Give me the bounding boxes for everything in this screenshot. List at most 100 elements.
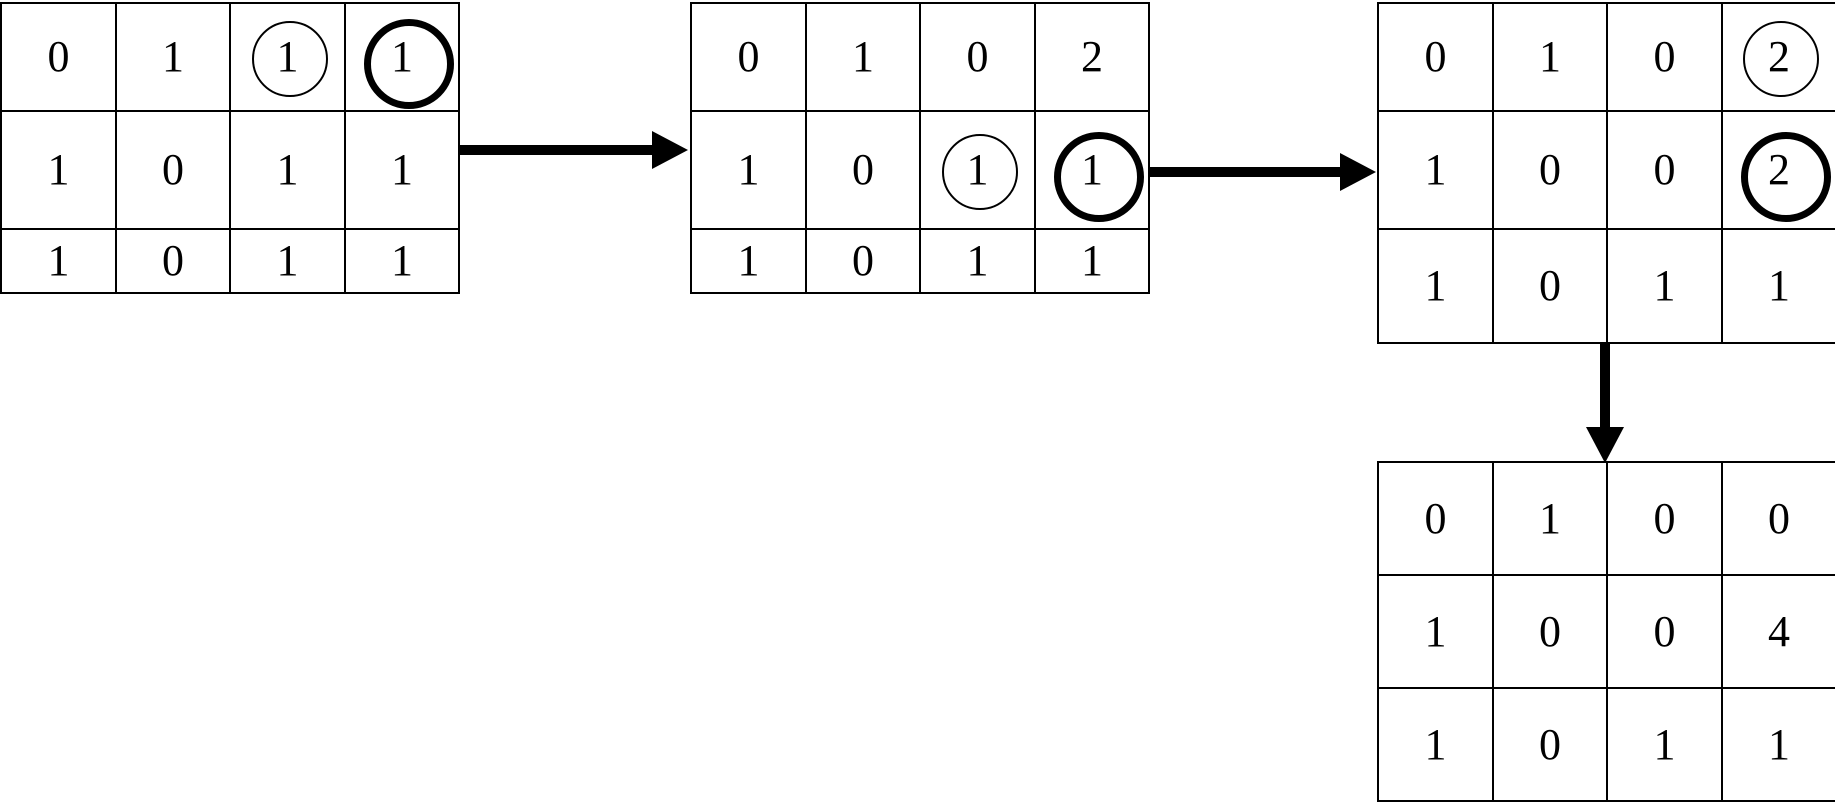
- cell-value: 2: [1768, 145, 1790, 194]
- cell-value: 1: [966, 145, 989, 194]
- grid-cell[interactable]: 1: [1379, 689, 1494, 802]
- cell-value: 1: [1539, 493, 1561, 543]
- cell-value: 1: [737, 145, 760, 194]
- grid-row: 1 0 1 1: [1379, 230, 1835, 344]
- grid-cell-marked-thin[interactable]: 1: [231, 4, 346, 112]
- grid-cell[interactable]: 0: [921, 4, 1036, 112]
- grid-cell[interactable]: 0: [1379, 4, 1494, 112]
- grid-row: 0 1 0 2: [692, 4, 1150, 112]
- grid-cell-marked-thick[interactable]: 2: [1723, 112, 1835, 230]
- grid-cell-marked-thick[interactable]: 1: [1036, 112, 1150, 230]
- grid-cell[interactable]: 0: [1379, 463, 1494, 576]
- grid-cell[interactable]: 1: [692, 230, 807, 294]
- grid-cell[interactable]: 4: [1723, 576, 1835, 689]
- cell-value: 1: [1653, 719, 1676, 769]
- grid-cell[interactable]: 1: [231, 230, 346, 294]
- cell-value: 0: [1653, 493, 1676, 543]
- grid-cell[interactable]: 0: [1608, 576, 1723, 689]
- cell-value: 1: [1424, 261, 1447, 310]
- cell-value: 1: [737, 236, 760, 285]
- grid-cell[interactable]: 0: [1494, 230, 1608, 344]
- grid-row: 1 0 1 1: [692, 112, 1150, 230]
- grid-row: 1 0 1 1: [1379, 689, 1835, 802]
- cell-value: 1: [276, 236, 299, 285]
- arrow-shaft: [1148, 167, 1342, 177]
- grid-row: 1 0 1 1: [692, 230, 1150, 294]
- grid-cell[interactable]: 1: [1379, 230, 1494, 344]
- grid-cell[interactable]: 0: [692, 4, 807, 112]
- grid-cell[interactable]: 0: [1608, 4, 1723, 112]
- grid-row: 0 1 1 1: [2, 4, 460, 112]
- cell-value: 1: [47, 236, 70, 285]
- grid-cell[interactable]: 1: [1723, 230, 1835, 344]
- grid-cell[interactable]: 0: [2, 4, 117, 112]
- grid-cell[interactable]: 1: [1379, 576, 1494, 689]
- grid-cell[interactable]: 1: [1723, 689, 1835, 802]
- grid-cell[interactable]: 1: [807, 4, 921, 112]
- grid-cell[interactable]: 0: [1494, 112, 1608, 230]
- grid-row: 0 1 0 0: [1379, 463, 1835, 576]
- cell-value: 0: [852, 236, 874, 285]
- grid-row: 1 0 1 1: [2, 230, 460, 294]
- grid-cell[interactable]: 1: [346, 112, 460, 230]
- grid-cell[interactable]: 0: [807, 230, 921, 294]
- grid-cell[interactable]: 1: [346, 230, 460, 294]
- grid-cell[interactable]: 0: [807, 112, 921, 230]
- grid-cell[interactable]: 0: [1723, 463, 1835, 576]
- grid-cell-marked-thin[interactable]: 1: [921, 112, 1036, 230]
- grid-cell[interactable]: 1: [117, 4, 231, 112]
- grid-cell[interactable]: 1: [231, 112, 346, 230]
- cell-value: 0: [1424, 32, 1447, 81]
- grid-cell[interactable]: 1: [2, 230, 117, 294]
- cell-value: 0: [1539, 719, 1561, 769]
- cell-value: 0: [1653, 145, 1676, 194]
- grid-cell[interactable]: 1: [1494, 4, 1608, 112]
- grid-cell[interactable]: 0: [1608, 463, 1723, 576]
- cell-value: 1: [47, 145, 70, 194]
- arrow-head-icon: [1340, 153, 1376, 191]
- cell-value: 1: [852, 32, 874, 81]
- grid-cell-marked-thin[interactable]: 2: [1723, 4, 1835, 112]
- arrow-shaft: [460, 145, 654, 155]
- cell-value: 1: [391, 236, 413, 285]
- grid-cell[interactable]: 2: [1036, 4, 1150, 112]
- cell-value: 1: [1081, 236, 1103, 285]
- grid-cell[interactable]: 1: [1608, 230, 1723, 344]
- cell-value: 1: [1768, 261, 1790, 310]
- cell-value: 1: [391, 32, 413, 81]
- step-3-grid: 0 1 0 2 1 0 0 2: [1377, 2, 1835, 344]
- cell-value: 0: [1539, 606, 1561, 656]
- cell-value: 2: [1081, 32, 1103, 81]
- grid-row: 1 0 0 2: [1379, 112, 1835, 230]
- cell-value: 1: [1539, 32, 1561, 81]
- grid-cell[interactable]: 1: [1379, 112, 1494, 230]
- cell-value: 1: [1081, 145, 1103, 194]
- grid-cell[interactable]: 0: [117, 112, 231, 230]
- arrow-head-icon: [652, 131, 688, 169]
- cell-value: 2: [1768, 32, 1790, 81]
- grid-cell[interactable]: 1: [921, 230, 1036, 294]
- step-2-grid: 0 1 0 2 1 0 1 1: [690, 2, 1150, 294]
- grid-row: 1 0 0 4: [1379, 576, 1835, 689]
- grid-cell[interactable]: 0: [1494, 576, 1608, 689]
- grid-cell[interactable]: 1: [1494, 463, 1608, 576]
- cell-value: 1: [1424, 719, 1447, 769]
- grid-cell-marked-thick[interactable]: 1: [346, 4, 460, 112]
- cell-value: 0: [1653, 32, 1676, 81]
- grid-cell[interactable]: 1: [2, 112, 117, 230]
- grid-cell[interactable]: 1: [1608, 689, 1723, 802]
- cell-value: 0: [966, 32, 989, 81]
- cell-value: 1: [1424, 606, 1447, 656]
- grid-cell[interactable]: 0: [1494, 689, 1608, 802]
- grid-cell[interactable]: 0: [117, 230, 231, 294]
- grid-cell[interactable]: 1: [1036, 230, 1150, 294]
- cell-value: 0: [1539, 261, 1561, 310]
- cell-value: 1: [1653, 261, 1676, 310]
- cell-value: 1: [391, 145, 413, 194]
- grid-cell[interactable]: 1: [692, 112, 807, 230]
- cell-value: 0: [47, 32, 70, 81]
- grid-cell[interactable]: 0: [1608, 112, 1723, 230]
- cell-value: 1: [1424, 145, 1447, 194]
- cell-value: 1: [276, 145, 299, 194]
